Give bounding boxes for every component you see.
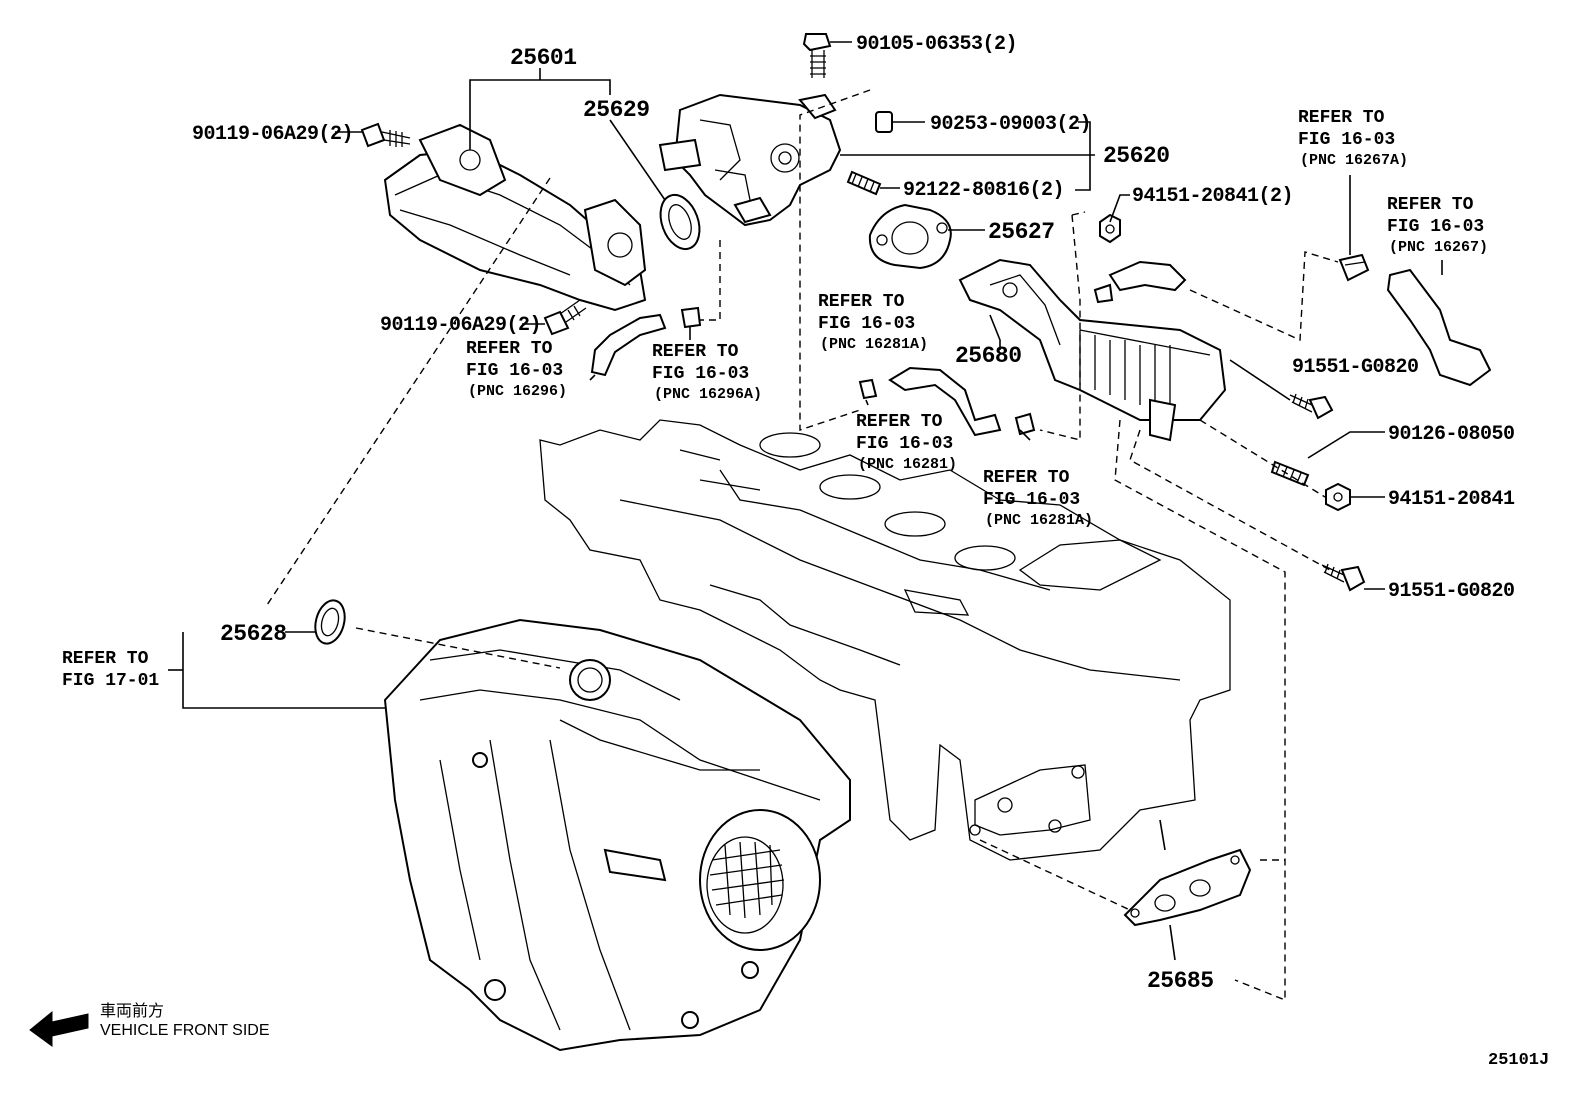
dashed-lines <box>264 89 1339 1002</box>
gasket-25627 <box>868 203 952 270</box>
label-90119-top: 90119-06A29(2) <box>192 123 353 146</box>
label-25680: 25680 <box>955 343 1022 369</box>
label-25627: 25627 <box>988 219 1055 245</box>
bolt-91551-lower <box>1321 563 1366 592</box>
svg-text:(PNC 16281A): (PNC 16281A) <box>985 512 1093 529</box>
clip-16281A-bottom <box>1014 412 1036 436</box>
engine-head-outline <box>539 419 1231 861</box>
svg-text:REFER TO: REFER TO <box>1298 108 1385 128</box>
refer-16296: REFER TO FIG 16-03 (PNC 16296) <box>466 339 567 400</box>
clip-16267A <box>1338 253 1370 282</box>
label-91551-lower: 91551-G0820 <box>1388 580 1515 603</box>
svg-text:(PNC 16296): (PNC 16296) <box>468 383 567 400</box>
bolt-90105 <box>802 33 832 78</box>
label-25620: 25620 <box>1103 143 1170 169</box>
refer-16267A: REFER TO FIG 16-03 (PNC 16267A) <box>1298 108 1408 169</box>
hose-16281 <box>888 366 1002 437</box>
front-arrow-icon <box>29 1010 89 1047</box>
svg-text:FIG 16-03: FIG 16-03 <box>856 434 953 454</box>
label-25685: 25685 <box>1147 968 1214 994</box>
gasket-25685 <box>1123 848 1252 927</box>
intake-manifold <box>383 618 851 1052</box>
refer-labels: REFER TO FIG 16-03 (PNC 16296) REFER TO … <box>62 108 1488 691</box>
svg-text:FIG 17-01: FIG 17-01 <box>62 671 159 691</box>
exhaust-flange-outline <box>969 764 1091 836</box>
label-25601: 25601 <box>510 45 577 71</box>
label-94151-pair: 94151-20841(2) <box>1132 185 1293 208</box>
refer-16281A-top: REFER TO FIG 16-03 (PNC 16281A) <box>818 292 928 353</box>
svg-text:(PNC 16281): (PNC 16281) <box>858 456 957 473</box>
label-25628: 25628 <box>220 621 287 647</box>
figure-code: 25101J <box>1488 1051 1549 1070</box>
nut-94151-pair <box>1099 213 1121 244</box>
hose-16296 <box>590 313 667 377</box>
egr-pipe-25601 <box>383 123 647 312</box>
leader-lines <box>168 41 1443 961</box>
refer-16267: REFER TO FIG 16-03 (PNC 16267) <box>1387 195 1488 256</box>
refer-16281A-bottom: REFER TO FIG 16-03 (PNC 16281A) <box>983 468 1093 529</box>
nut-94151 <box>1325 482 1351 512</box>
svg-text:(PNC 16267A): (PNC 16267A) <box>1300 152 1408 169</box>
label-91551-upper: 91551-G0820 <box>1292 356 1419 379</box>
stud-92122 <box>846 170 882 196</box>
svg-text:FIG 16-03: FIG 16-03 <box>818 314 915 334</box>
bolt-91551-upper <box>1289 393 1334 420</box>
label-25629: 25629 <box>583 97 650 123</box>
refer-16281: REFER TO FIG 16-03 (PNC 16281) <box>856 412 957 473</box>
svg-text:FIG 16-03: FIG 16-03 <box>652 364 749 384</box>
svg-text:REFER TO: REFER TO <box>62 649 149 669</box>
svg-text:(PNC 16281A): (PNC 16281A) <box>820 336 928 353</box>
svg-text:REFER TO: REFER TO <box>983 468 1070 488</box>
label-94151: 94151-20841 <box>1388 488 1515 511</box>
refer-17-01: REFER TO FIG 17-01 <box>62 649 159 691</box>
svg-text:REFER TO: REFER TO <box>466 339 553 359</box>
label-90119-bottom: 90119-06A29(2) <box>380 314 541 337</box>
gasket-25629 <box>659 193 701 251</box>
vehicle-front-en: VEHICLE FRONT SIDE <box>100 1022 270 1039</box>
svg-text:REFER TO: REFER TO <box>1387 195 1474 215</box>
clip-16296A <box>680 306 702 329</box>
svg-text:FIG 16-03: FIG 16-03 <box>983 490 1080 510</box>
stud-90126 <box>1270 460 1310 487</box>
svg-text:(PNC 16296A): (PNC 16296A) <box>654 386 762 403</box>
svg-text:REFER TO: REFER TO <box>652 342 739 362</box>
svg-text:REFER TO: REFER TO <box>856 412 943 432</box>
throttle-mesh <box>709 841 785 919</box>
bolt-90119-bottom <box>543 299 587 336</box>
clip-16281A-top <box>858 378 878 400</box>
svg-text:FIG 16-03: FIG 16-03 <box>466 361 563 381</box>
clamp-25628 <box>314 599 346 645</box>
egr-valve-25620 <box>658 93 842 227</box>
egr-cooler-25680 <box>958 258 1227 442</box>
hose-16267 <box>1386 268 1492 387</box>
label-90253: 90253-09003(2) <box>930 113 1091 136</box>
refer-16296A: REFER TO FIG 16-03 (PNC 16296A) <box>652 342 762 403</box>
vehicle-front-indicator: 車両前方 VEHICLE FRONT SIDE <box>29 1002 270 1047</box>
svg-text:REFER TO: REFER TO <box>818 292 905 312</box>
svg-text:FIG 16-03: FIG 16-03 <box>1298 130 1395 150</box>
label-90126: 90126-08050 <box>1388 423 1515 446</box>
label-90105: 90105-06353(2) <box>856 33 1017 56</box>
vehicle-front-jp: 車両前方 <box>100 1002 164 1020</box>
part-labels: 25601 25629 90119-06A29(2) 90119-06A29(2… <box>192 33 1516 994</box>
bolt-90119-top <box>360 122 411 148</box>
label-92122: 92122-80816(2) <box>903 179 1064 202</box>
svg-text:FIG 16-03: FIG 16-03 <box>1387 217 1484 237</box>
stud-90253 <box>875 111 893 133</box>
svg-text:(PNC 16267): (PNC 16267) <box>1389 239 1488 256</box>
